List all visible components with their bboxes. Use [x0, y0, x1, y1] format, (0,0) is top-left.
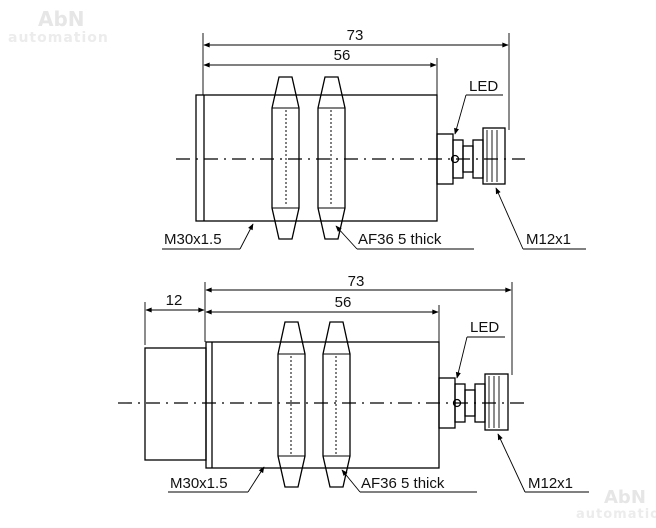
nut-leader — [335, 225, 358, 250]
led-leader — [454, 94, 467, 135]
thread-leader — [239, 223, 254, 250]
thread-label: M30x1.5 — [164, 231, 222, 248]
watermark-logo-bottom: AbN — [604, 487, 646, 508]
nut-label: AF36 5 thick — [361, 475, 445, 492]
connector-label: M12x1 — [526, 231, 571, 248]
nut-leader — [341, 469, 361, 493]
top-view: 73 56 LED M — [162, 27, 586, 250]
m12-connector — [482, 127, 506, 185]
dim-56-text: 56 — [334, 47, 351, 64]
led-label: LED — [469, 78, 498, 95]
watermark-sub-bottom: automation — [576, 507, 656, 522]
thread-leader — [247, 466, 265, 493]
dim-56-text: 56 — [335, 294, 352, 311]
connector-leader — [497, 433, 526, 493]
m12-connector — [484, 373, 509, 431]
led-leader — [455, 336, 468, 379]
dim-73-text: 73 — [347, 27, 364, 44]
bottom-view: 73 56 12 — [118, 273, 589, 493]
watermark-sub-top: automation — [8, 30, 109, 46]
watermark-bottom: AbN automation — [576, 487, 656, 522]
connector-label: M12x1 — [528, 475, 573, 492]
watermark-logo-top: AbN — [38, 7, 85, 31]
dim-73-text: 73 — [348, 273, 365, 290]
led-label: LED — [470, 319, 499, 336]
connector-leader — [495, 187, 524, 250]
dim-12-text: 12 — [166, 292, 183, 309]
thread-label: M30x1.5 — [170, 475, 228, 492]
watermark-top: AbN automation — [8, 7, 109, 46]
sensor-body — [195, 94, 438, 222]
sensing-cap — [144, 347, 207, 461]
nut-label: AF36 5 thick — [358, 231, 442, 248]
